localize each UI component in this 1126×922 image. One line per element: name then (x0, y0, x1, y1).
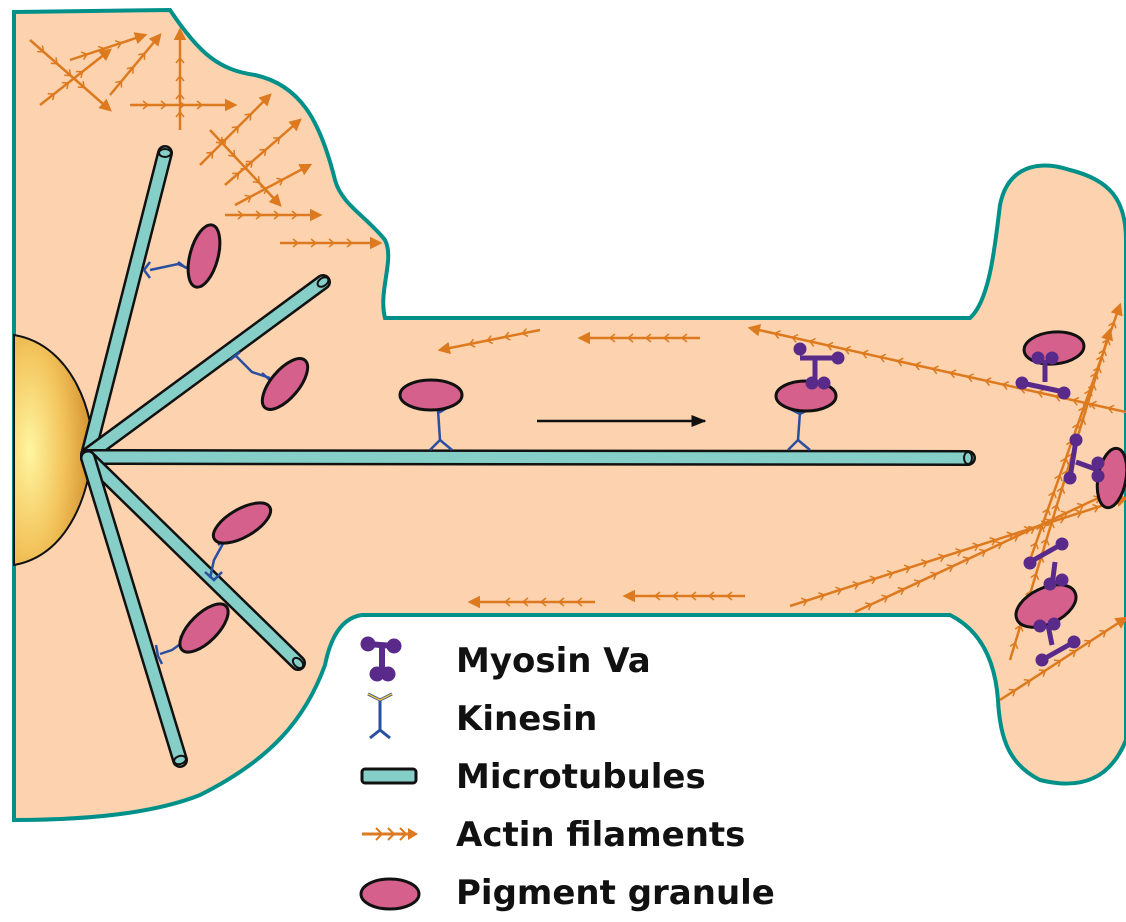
actin-filament-icon (356, 806, 446, 864)
legend: Myosin Va Kinesin Microtubules Actin fil… (356, 632, 776, 922)
legend-item-kinesin: Kinesin (356, 690, 776, 748)
legend-label-kinesin: Kinesin (456, 699, 597, 739)
microtubule-icon (356, 748, 446, 806)
legend-label-granule: Pigment granule (456, 873, 775, 913)
legend-label-microtubules: Microtubules (456, 757, 706, 797)
legend-item-granule: Pigment granule (356, 864, 776, 922)
legend-item-microtubules: Microtubules (356, 748, 776, 806)
kinesin-icon (356, 690, 446, 748)
pigment-granule (400, 380, 462, 410)
myosin-icon (356, 632, 446, 690)
legend-item-myosin: Myosin Va (356, 632, 776, 690)
legend-item-actin: Actin filaments (356, 806, 776, 864)
legend-label-myosin: Myosin Va (456, 641, 651, 681)
pigment-granule-icon (356, 864, 446, 922)
legend-label-actin: Actin filaments (456, 815, 745, 855)
